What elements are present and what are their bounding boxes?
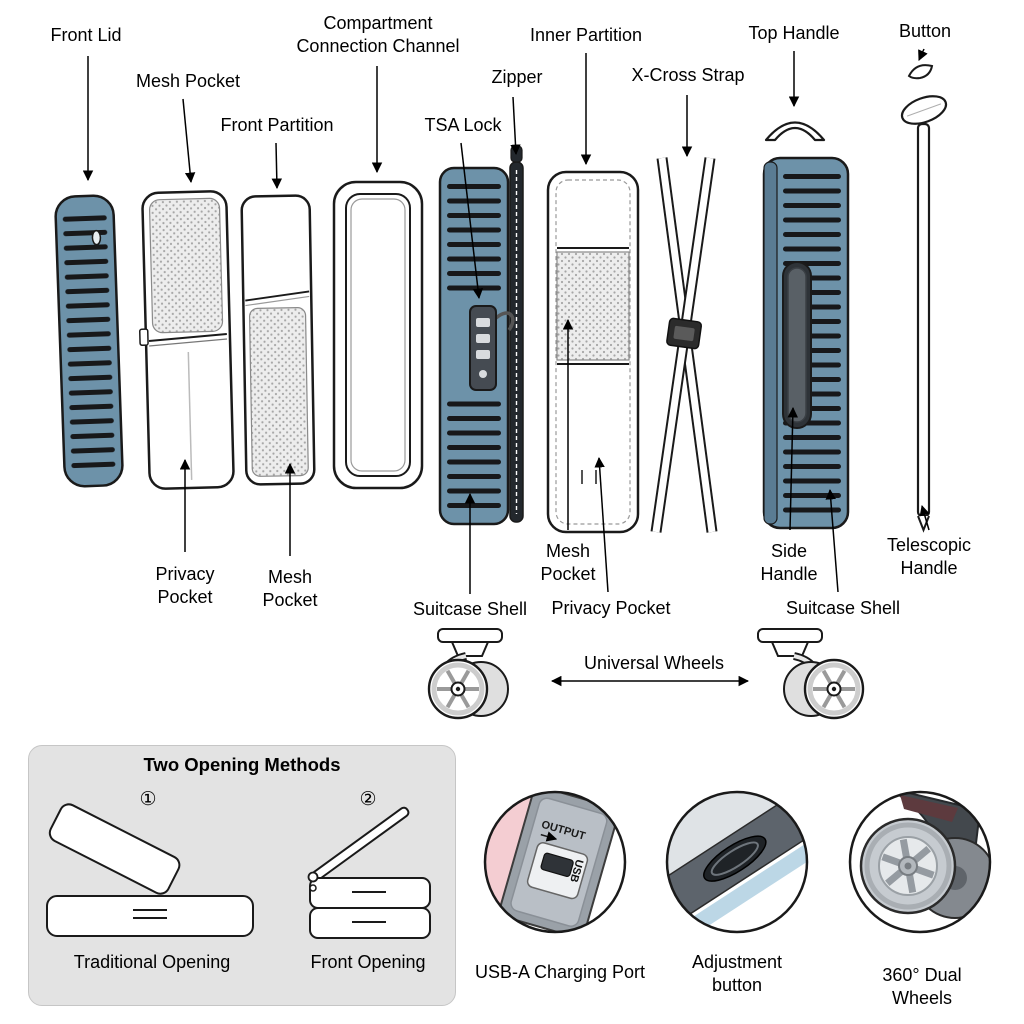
back-shell-shape (762, 156, 850, 530)
tsa-lock-shape (469, 305, 515, 391)
opening-method-2-drawing (307, 806, 431, 939)
right-caster-wheel-shape (757, 628, 865, 720)
label-usb-charging-port: USB-A Charging Port (474, 962, 646, 982)
zipper-strip-shape (509, 145, 524, 523)
method-2-number: ② (359, 789, 377, 810)
top-handle-shape (764, 121, 826, 142)
front-partition-shape (240, 194, 316, 486)
label-mesh-pocket-right: Mesh Pocket (540, 541, 596, 585)
label-mesh-pocket-top: Mesh Pocket (135, 71, 241, 91)
method-1-number: ① (139, 789, 157, 810)
mesh-pocket-panel-shape (139, 190, 235, 490)
label-adjustment-button: Adjustment button (691, 952, 783, 996)
label-suitcase-shell-front: Suitcase Shell (412, 599, 528, 619)
label-x-cross-strap: X-Cross Strap (631, 65, 745, 85)
label-tsa-lock: TSA Lock (424, 115, 502, 135)
front-shell-shape (438, 145, 524, 526)
label-telescopic-handle: Telescopic Handle (886, 535, 972, 579)
label-front-opening: Front Opening (310, 952, 426, 972)
wheels-callout-circle (848, 790, 992, 934)
label-zipper: Zipper (491, 67, 543, 87)
label-privacy-pocket-left: Privacy Pocket (155, 564, 215, 608)
label-inner-partition: Inner Partition (529, 25, 643, 45)
label-universal-wheels: Universal Wheels (583, 653, 725, 673)
label-button: Button (898, 21, 952, 41)
label-arrows (82, 48, 930, 687)
label-side-handle: Side Handle (760, 541, 818, 585)
opening-method-1-drawing (46, 803, 254, 937)
label-suitcase-shell-back: Suitcase Shell (785, 598, 901, 618)
opening-methods-panel (28, 745, 456, 1006)
side-handle-shape (782, 261, 812, 429)
label-traditional-opening: Traditional Opening (73, 952, 231, 972)
telescopic-handle-shape (900, 95, 948, 533)
label-front-partition: Front Partition (220, 115, 334, 135)
usb-callout-circle: OUTPUT USB (483, 790, 627, 934)
label-dual-wheels: 360° Dual Wheels (882, 965, 962, 1009)
opening-methods-title: Two Opening Methods (143, 754, 341, 775)
button-shape (907, 64, 934, 80)
label-privacy-pocket-right: Privacy Pocket (551, 598, 671, 618)
label-mesh-pocket-left: Mesh Pocket (262, 567, 318, 611)
front-lid-shape (54, 194, 124, 488)
label-top-handle: Top Handle (748, 23, 840, 43)
inner-partition-shape (546, 170, 640, 534)
left-caster-wheel-shape (427, 628, 509, 720)
label-front-lid: Front Lid (50, 25, 122, 45)
x-cross-strap-shape (650, 157, 718, 533)
connection-channel-frame-shape (332, 180, 424, 490)
label-compartment-channel: Compartment Connection Channel (296, 13, 460, 57)
